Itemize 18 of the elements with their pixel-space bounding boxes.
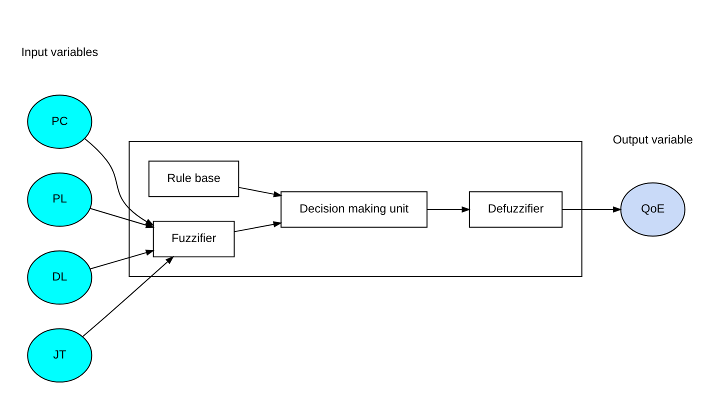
node-ellipse: PL — [27, 172, 92, 227]
node-box: Rule base — [148, 160, 240, 198]
arrow — [426, 206, 471, 213]
node-ellipse: QoE — [620, 182, 686, 237]
node-box: Defuzzifier — [468, 191, 563, 228]
arrow — [562, 206, 622, 213]
node-label: Output variable — [612, 132, 693, 147]
cluster — [128, 140, 582, 278]
arrow — [90, 250, 155, 270]
node-ellipse: JT — [27, 328, 92, 383]
node-box: Fuzzifier — [152, 220, 235, 258]
node-box: Decision making unit — [280, 191, 428, 228]
node-ellipse: PC — [27, 94, 92, 149]
node-ellipse: DL — [27, 250, 92, 305]
arrow — [82, 256, 174, 338]
arrow — [238, 186, 282, 198]
label: Input variables — [21, 44, 98, 59]
arrow — [234, 221, 282, 232]
